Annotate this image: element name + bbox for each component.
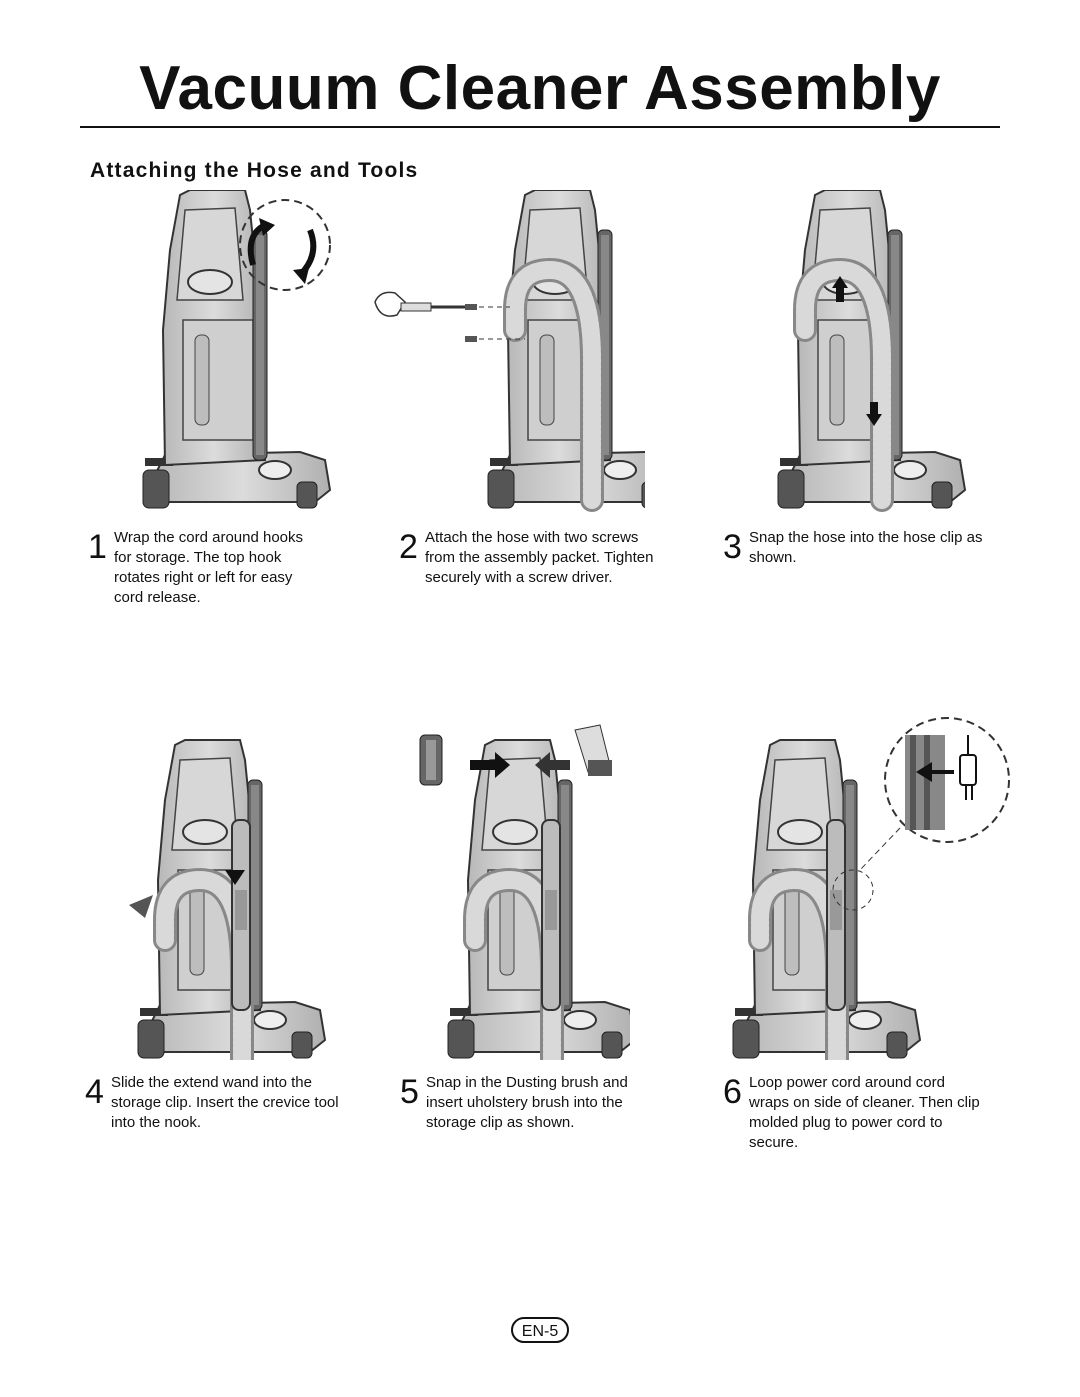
page-number: EN-5 — [511, 1317, 569, 1343]
arrow-icon — [470, 752, 570, 778]
title-divider — [80, 126, 1000, 128]
figure-step-1 — [125, 190, 335, 520]
arrow-icon — [129, 870, 245, 918]
step-text: Snap the hose into the hose clip as show… — [749, 529, 983, 566]
step-3: 3 Snap the hose into the hose clip as sh… — [723, 528, 995, 568]
figure-step-3 — [760, 190, 990, 520]
vacuum-illustration — [732, 717, 1010, 1060]
vacuum-illustration — [142, 190, 331, 509]
upholstery-brush-icon — [574, 724, 612, 776]
rotate-arrow-icon — [239, 199, 331, 291]
dusting-brush-icon — [419, 734, 443, 786]
plug-icon — [959, 735, 977, 800]
step-2: 2 Attach the hose with two screws from t… — [399, 528, 669, 588]
step-1: 1 Wrap the cord around hooks for storage… — [88, 528, 318, 608]
step-number: 3 — [723, 528, 742, 566]
vacuum-illustration — [419, 724, 630, 1060]
step-4: 4 Slide the extend wand into the storage… — [85, 1073, 350, 1133]
step-6: 6 Loop power cord around cord wraps on s… — [723, 1073, 985, 1153]
step-text: Wrap the cord around hooks for storage. … — [114, 529, 304, 606]
figure-step-4 — [115, 700, 355, 1060]
step-number: 2 — [399, 528, 418, 566]
step-text: Attach the hose with two screws from the… — [425, 529, 654, 586]
vacuum-illustration — [129, 739, 326, 1060]
screw-icon — [465, 304, 525, 342]
step-number: 6 — [723, 1073, 742, 1111]
section-heading: Attaching the Hose and Tools — [90, 159, 419, 182]
arrow-icon — [916, 762, 954, 782]
screwdriver-icon — [374, 291, 465, 317]
step-number: 5 — [400, 1073, 419, 1111]
figure-step-6 — [710, 700, 1010, 1060]
step-text: Loop power cord around cord wraps on sid… — [749, 1074, 980, 1151]
page-title: Vacuum Cleaner Assembly — [139, 54, 941, 123]
step-number: 1 — [88, 528, 107, 566]
figure-step-2 — [365, 190, 645, 520]
step-text: Slide the extend wand into the storage c… — [111, 1074, 339, 1131]
step-text: Snap in the Dusting brush and insert uho… — [426, 1074, 628, 1131]
step-5: 5 Snap in the Dusting brush and insert u… — [400, 1073, 650, 1133]
step-number: 4 — [85, 1073, 104, 1111]
figure-step-5 — [410, 700, 630, 1060]
vacuum-illustration — [374, 190, 645, 520]
vacuum-illustration — [777, 190, 966, 520]
arrow-icon — [832, 276, 882, 426]
